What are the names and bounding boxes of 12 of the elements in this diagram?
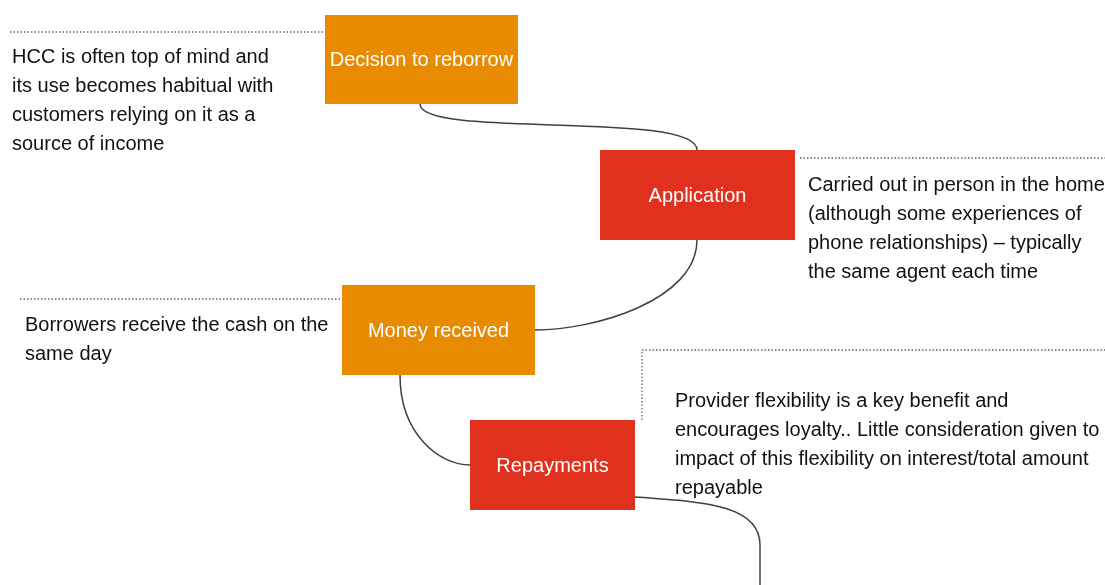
process-box: Decision to reborrow [325,15,518,104]
connector-line [534,239,698,331]
note-text: Borrowers receive the cash on the same day [25,312,330,366]
connector-line [399,374,471,466]
connector-line [634,496,761,585]
note-text: Carried out in person in the home (although some experiences of phone relationships) – typically the same agent each time [808,172,1105,284]
note-text: Provider flexibility is a key benefit and encourages loyalty.. Little consideration given to impact of this flexibility on interest/total amount repayable [675,388,1101,500]
process-box: Repayments [470,420,635,510]
process-box: Application [600,150,795,240]
note-text: HCC is often top of mind and its use becomes habitual with customers relying on it as a source of income [12,44,275,156]
process-box: Money received [342,285,535,375]
connector-line [419,103,698,151]
